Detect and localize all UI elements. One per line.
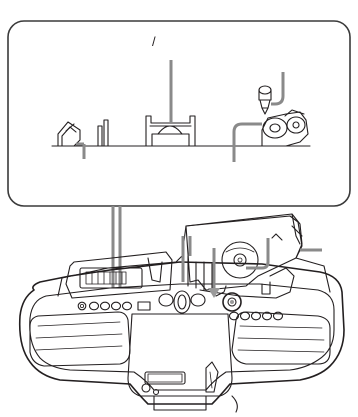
center-knobs — [159, 291, 205, 313]
cd-lid — [186, 214, 302, 290]
callout-label: / — [152, 34, 156, 49]
left-button-row — [78, 302, 150, 310]
zoom-leaders — [113, 206, 120, 288]
callout-box — [8, 21, 350, 206]
